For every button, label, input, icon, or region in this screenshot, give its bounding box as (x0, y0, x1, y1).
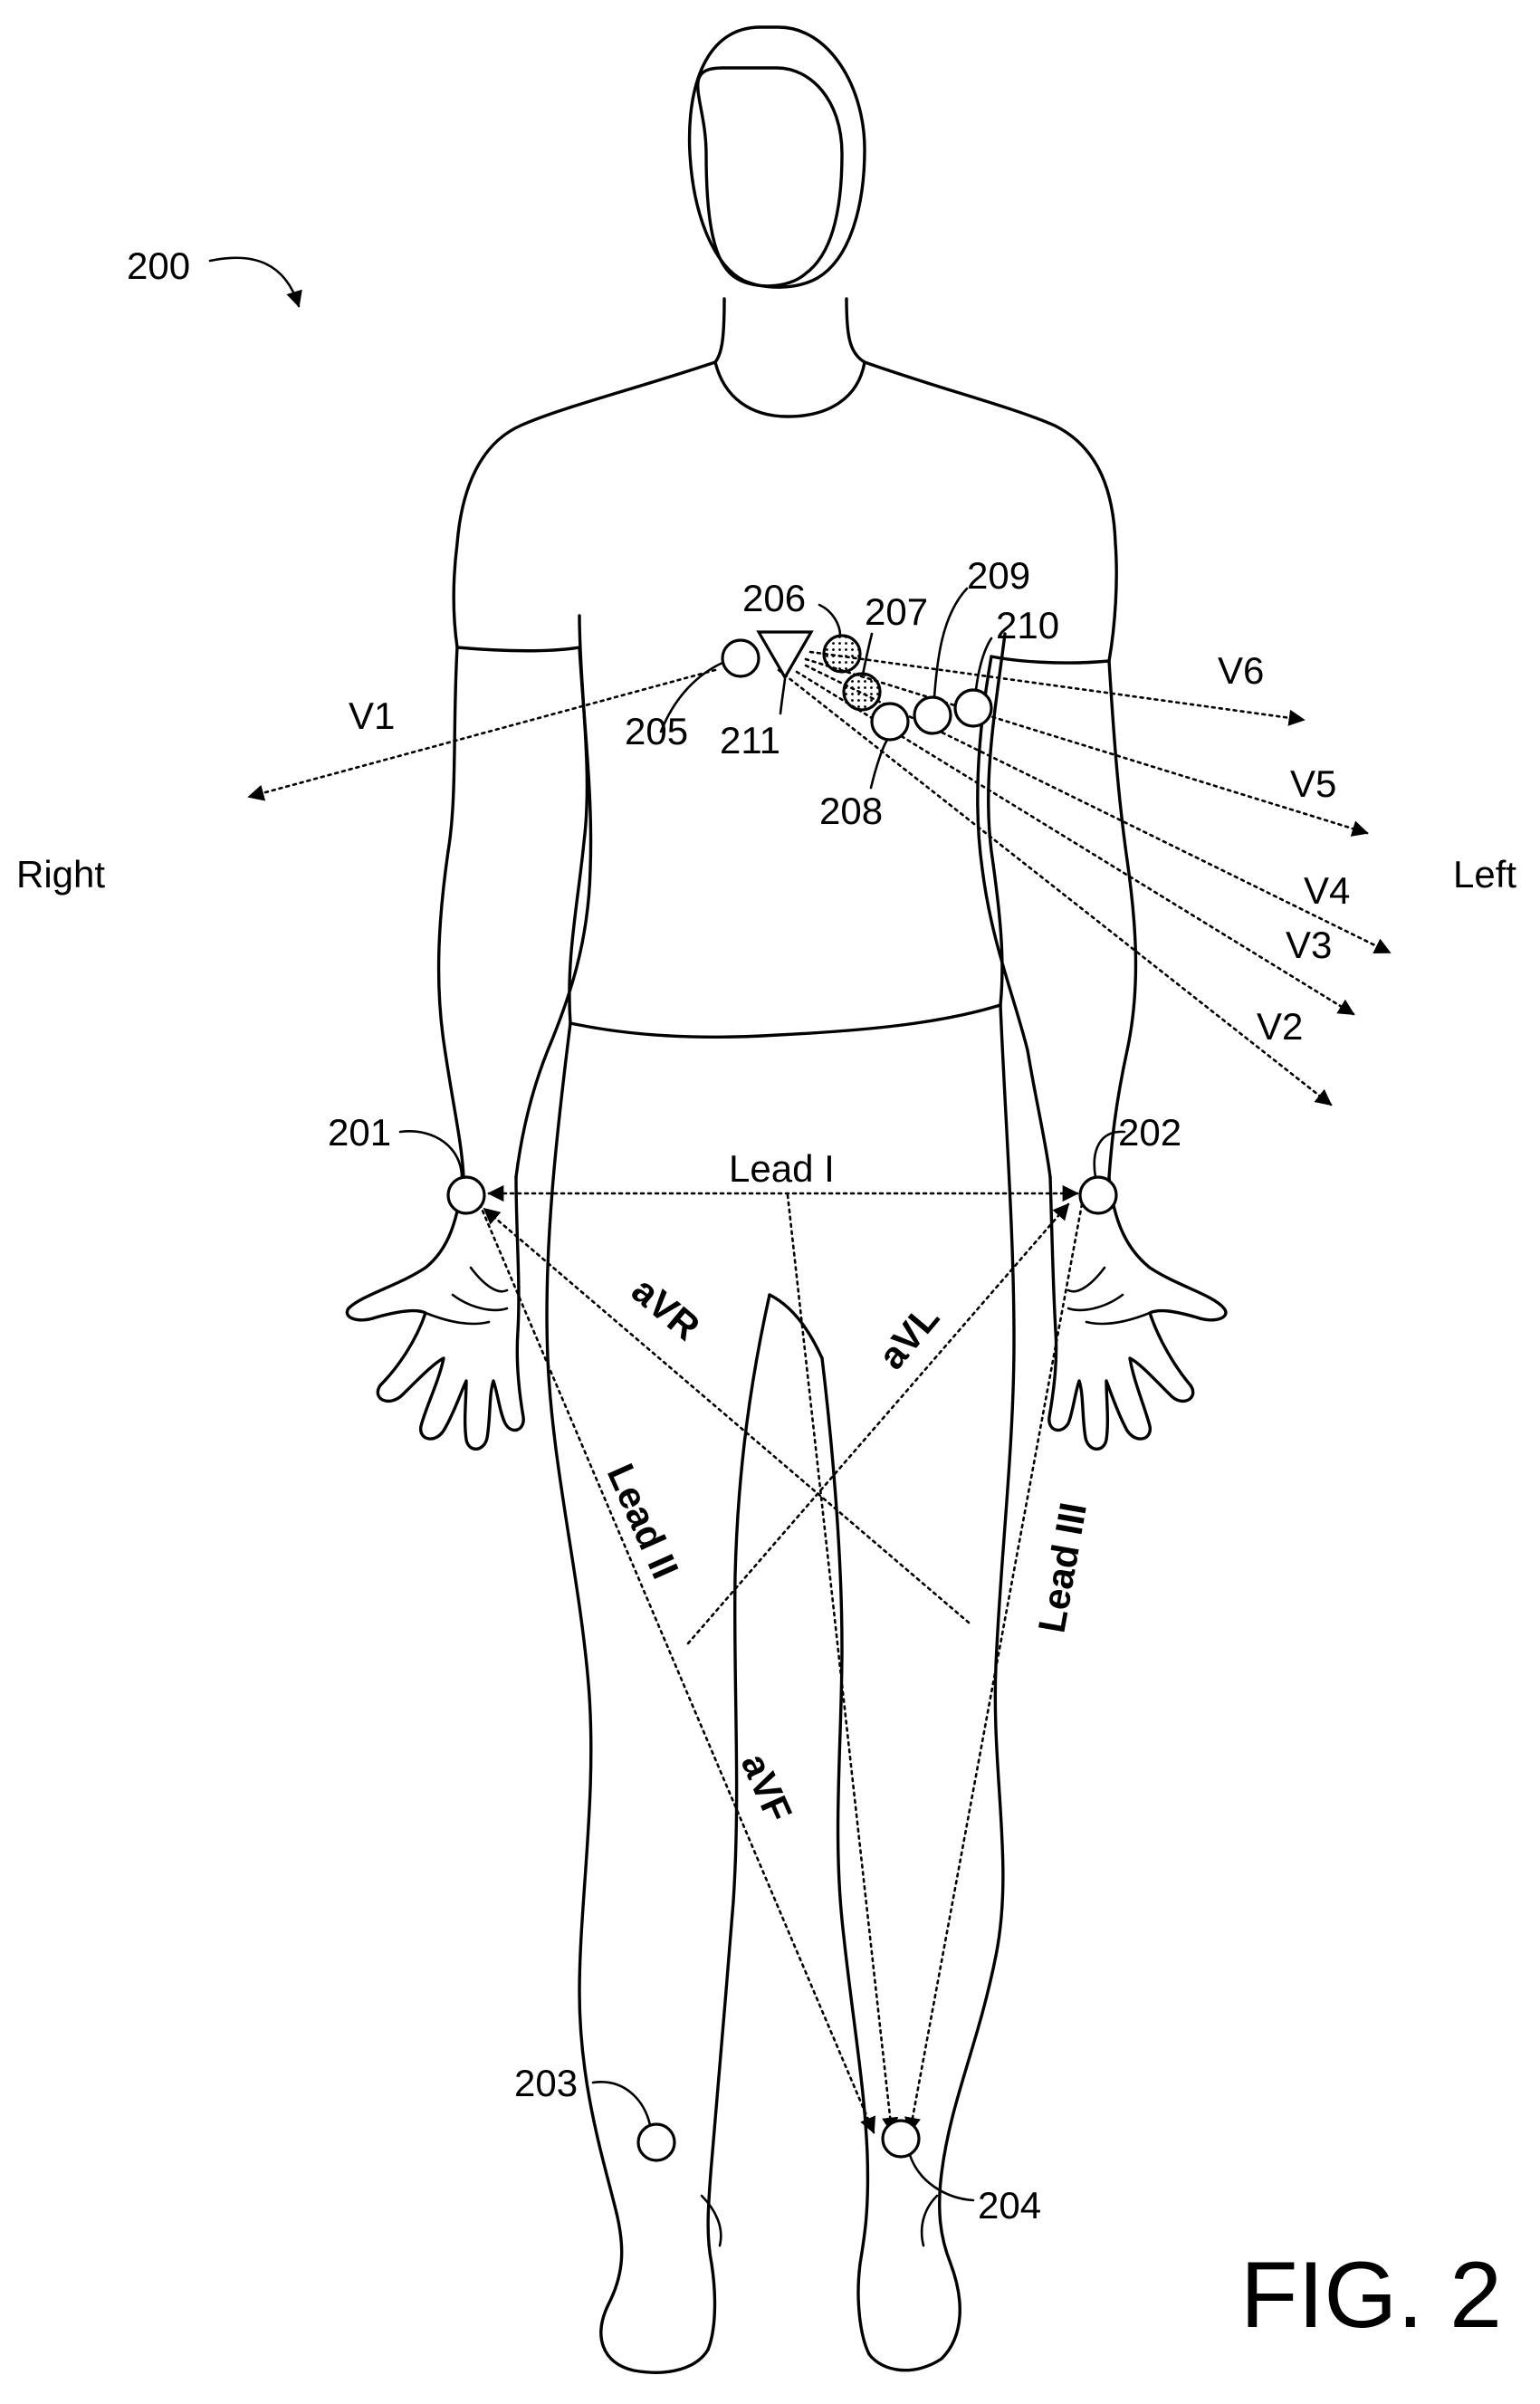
leader-201 (400, 1131, 462, 1177)
left-side-label: Left (1453, 853, 1516, 896)
electrode-201 (448, 1177, 484, 1213)
label-206: 206 (742, 577, 806, 619)
label-203: 203 (514, 2062, 578, 2104)
leader-206 (819, 605, 840, 636)
electrodes (448, 632, 1116, 2160)
crotch (770, 1295, 822, 1358)
right-leg-outer (547, 1023, 708, 2372)
electrode-210 (955, 690, 991, 726)
leader-lines (210, 258, 1124, 2200)
electrode-202 (1080, 1177, 1116, 1213)
lead-ii-label: Lead II (599, 1458, 687, 1585)
v5-line (806, 659, 1367, 833)
label-207: 207 (865, 590, 928, 633)
right-hand (347, 1177, 523, 1449)
left-arm-inner (978, 656, 1050, 1177)
left-leg-inner (822, 1358, 869, 2354)
right-arm-outer (439, 647, 464, 1177)
electrode-203 (638, 2124, 674, 2160)
left-ankle (922, 2196, 937, 2246)
leader-203 (593, 2082, 650, 2125)
label-208: 208 (819, 790, 883, 832)
right-side-label: Right (16, 853, 105, 896)
avr-line (484, 1209, 969, 1623)
electrode-208 (872, 704, 908, 740)
label-202: 202 (1118, 1111, 1181, 1154)
label-210: 210 (996, 604, 1059, 646)
leader-208 (871, 740, 887, 788)
electrode-209 (914, 697, 951, 733)
v3-label: V3 (1286, 924, 1332, 966)
right-arm-inner (516, 647, 591, 1177)
figure-title: FIG. 2 (1240, 2243, 1502, 2348)
electrode-204 (883, 2121, 919, 2157)
lead-iii-label: Lead III (1030, 1499, 1095, 1636)
right-palm-lines (426, 1268, 507, 1324)
left-palm-lines (1068, 1268, 1150, 1324)
electrode-211-triangle (759, 632, 811, 677)
v1-label: V1 (349, 694, 395, 737)
shirt-right-side (989, 634, 1005, 1005)
ref-200-label: 200 (127, 244, 190, 287)
left-arm-outer (1109, 661, 1135, 1177)
avf-label: aVF (733, 1748, 800, 1828)
avr-label: aVR (624, 1269, 708, 1349)
left-hand (1049, 1177, 1226, 1449)
v5-label: V5 (1290, 762, 1336, 805)
leader-211 (780, 679, 785, 714)
lead-i-label: Lead I (729, 1147, 835, 1190)
v6-label: V6 (1218, 649, 1264, 692)
ref-200-arrow (210, 258, 299, 306)
right-ankle (702, 2196, 721, 2246)
label-209: 209 (967, 554, 1030, 597)
v4-label: V4 (1304, 869, 1350, 912)
labels: 200 Right Left FIG. 2 201 202 203 204 20… (16, 244, 1516, 2348)
shirt-left-shoulder (454, 362, 715, 651)
head-outline (698, 68, 842, 286)
v2-label: V2 (1257, 1005, 1303, 1048)
neck-left (715, 299, 724, 362)
leader-209 (934, 589, 967, 697)
label-204: 204 (978, 2184, 1041, 2227)
label-201: 201 (328, 1111, 391, 1154)
lead-lines (249, 652, 1390, 2132)
label-205: 205 (625, 710, 688, 752)
electrode-205 (722, 640, 759, 676)
neck-right (847, 299, 865, 362)
electrode-207 (844, 674, 880, 710)
avf-line (788, 1195, 892, 2132)
electrode-206 (824, 636, 860, 672)
avl-label: aVL (870, 1297, 948, 1377)
shirt-hem (570, 1005, 1000, 1037)
leader-207 (863, 634, 872, 675)
label-211: 211 (720, 719, 780, 761)
shirt-collar (715, 362, 865, 417)
